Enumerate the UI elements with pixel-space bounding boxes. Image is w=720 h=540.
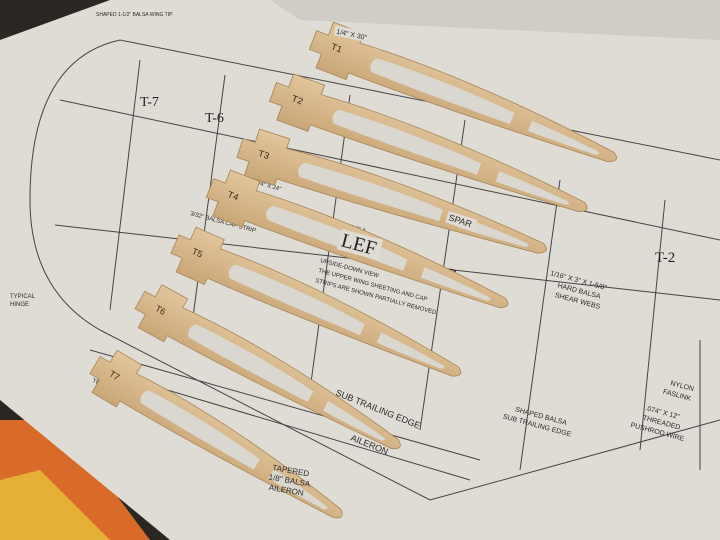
wing-tip-label: SHAPED 1-1/2" BALSA WING TIP (96, 12, 173, 18)
rib-t7[interactable]: T7 (81, 343, 356, 536)
rib-t3[interactable]: T3 (231, 124, 555, 273)
hinge-line2: HINGE (10, 302, 29, 308)
svg-text:T4: T4 (226, 189, 240, 202)
svg-text:T6: T6 (153, 303, 167, 317)
cloth-yellow (0, 470, 110, 540)
rib-t6[interactable]: T6 (127, 278, 414, 468)
svg-text:T5: T5 (190, 246, 204, 259)
station-t2: T-2 (655, 250, 675, 266)
svg-text:T1: T1 (330, 42, 344, 55)
plan-sheet-page-corner (270, 0, 720, 40)
svg-text:T2: T2 (290, 93, 304, 107)
hinge-line1: TYPICAL (10, 294, 36, 300)
svg-text:T3: T3 (257, 148, 271, 161)
station-t6: T-6 (205, 111, 224, 126)
svg-text:T7: T7 (108, 368, 122, 382)
station-t7: T-7 (140, 95, 159, 110)
rib-t5[interactable]: T5 (164, 221, 472, 395)
rib-t4[interactable]: T4 (200, 165, 518, 327)
rib-t1[interactable]: T1 (303, 17, 627, 181)
rib-t2[interactable]: T2 (263, 68, 597, 231)
